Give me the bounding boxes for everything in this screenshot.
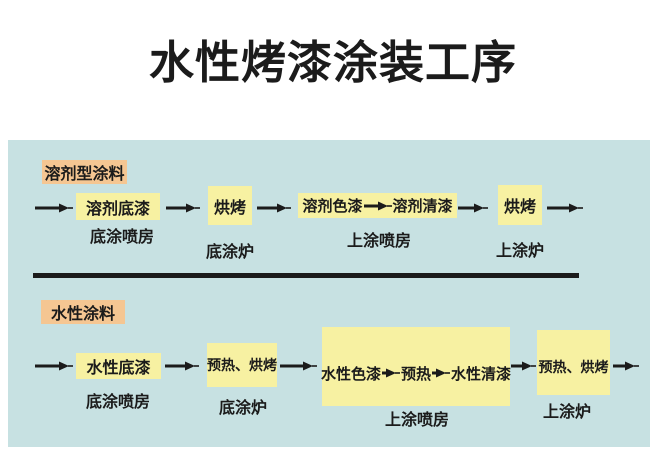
solvent-bake1-box: 烘烤: [208, 186, 252, 225]
solvent-clearcoat-label: 溶剂清漆: [392, 198, 453, 215]
arrow-water-bake-to-topcoat-icon: [280, 361, 317, 371]
water-primer-oven-label: 底涂炉: [218, 400, 268, 417]
arrow-water-basecoat-to-preheat-icon: [382, 368, 400, 378]
water-preheat-label: 预热: [401, 365, 432, 383]
water-bake2-box: 预热、烘烤: [537, 330, 610, 395]
solvent-category-label: 溶剂型涂料: [42, 160, 127, 184]
arrow-water-flow-exit-icon: [613, 361, 639, 371]
solvent-basecoat-label: 溶剂色漆: [302, 198, 363, 215]
solvent-primer-box: 溶剂底漆: [76, 193, 160, 220]
arrow-solvent-bake-to-topcoat-icon: [257, 203, 291, 213]
process-diagram-panel: 溶剂型涂料 溶剂底漆 底涂喷房 烘烤 底涂炉 溶剂色漆 溶剂清漆 上涂喷房 烘烤…: [8, 140, 650, 447]
arrow-solvent-topcoat-to-bake-icon: [458, 203, 488, 213]
arrow-water-preheat-to-clearcoat-icon: [432, 368, 451, 378]
solvent-topcoat-booth-label: 上涂喷房: [346, 233, 412, 250]
water-topcoat-booth-label: 上涂喷房: [384, 412, 450, 429]
water-primer-box: 水性底漆: [76, 353, 161, 379]
solvent-topcoat-oven-label: 上涂炉: [495, 243, 545, 260]
water-topcoat-box: 水性色漆 预热 水性清漆: [320, 327, 512, 406]
solvent-primer-booth-label: 底涂喷房: [89, 229, 155, 246]
solvent-primer-oven-label: 底涂炉: [205, 244, 255, 261]
water-clearcoat-label: 水性清漆: [451, 365, 512, 383]
solvent-bake2-box: 烘烤: [498, 185, 542, 225]
arrow-into-water-primer-icon: [35, 361, 73, 371]
row-divider-line: [33, 273, 579, 278]
page-title: 水性烤漆涂装工序: [148, 37, 517, 88]
water-bake1-box: 预热、烘烤: [207, 343, 277, 387]
arrow-solvent-flow-exit-icon: [547, 203, 583, 213]
arrow-solvent-basecoat-to-clearcoat-icon: [363, 201, 392, 210]
arrow-water-primer-to-bake-icon: [165, 361, 199, 371]
water-primer-booth-label: 底涂喷房: [85, 394, 151, 411]
arrow-into-solvent-primer-icon: [35, 203, 73, 213]
water-topcoat-oven-label: 上涂炉: [542, 404, 592, 421]
arrow-solvent-primer-to-bake-icon: [166, 203, 200, 213]
arrow-water-topcoat-to-bake-icon: [511, 361, 536, 371]
water-category-label: 水性涂料: [41, 300, 125, 324]
water-basecoat-label: 水性色漆: [320, 365, 381, 383]
solvent-topcoat-box: 溶剂色漆 溶剂清漆: [298, 193, 457, 218]
